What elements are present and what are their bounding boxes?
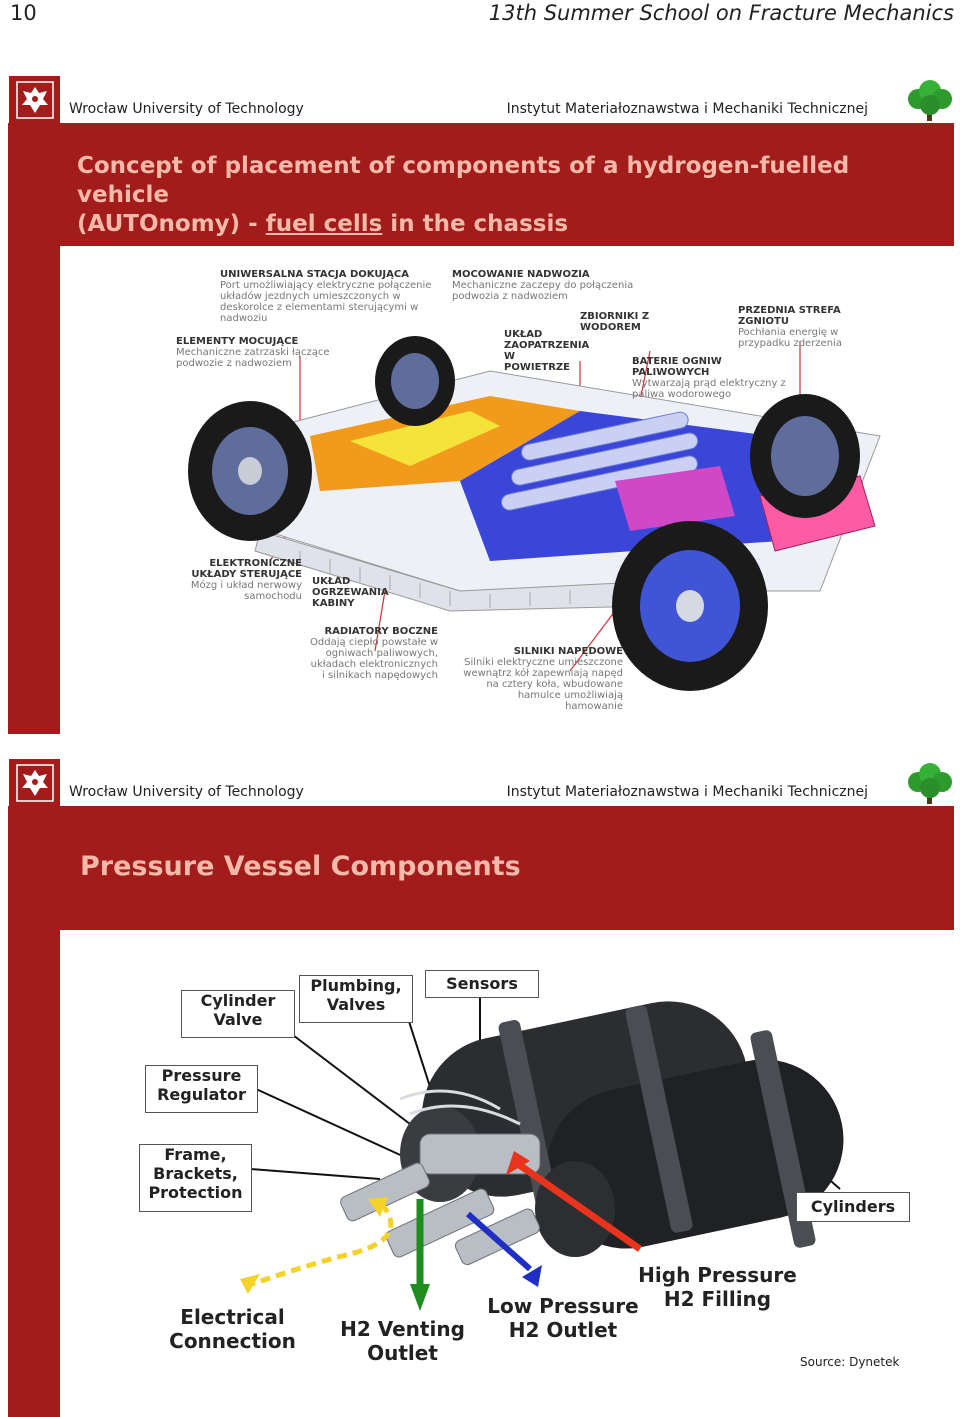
label-high-pressure: High Pressure H2 Filling	[630, 1263, 805, 1311]
university-name: Wrocław University of Technology	[69, 101, 304, 117]
label-line: H2 Outlet	[508, 1318, 618, 1342]
chassis-illustration	[188, 336, 881, 691]
callout-hydrogen-tanks: ZBIORNIKI Z WODOREM	[580, 311, 650, 333]
slide-header: Wrocław University of Technology Instytu…	[8, 759, 956, 806]
callout-text: Pochłania energię w przypadku zderzenia	[738, 327, 842, 349]
label-sensors: Sensors	[425, 970, 539, 998]
label-line: H2 Filling	[663, 1287, 772, 1311]
callout-head: BATERIE OGNIW PALIWOWYCH	[632, 356, 722, 378]
callout-head: MOCOWANIE NADWOZIA	[452, 269, 590, 280]
chassis-figure: UNIWERSALNA STACJA DOKUJĄCA Port umożliw…	[160, 261, 890, 721]
label-line: Outlet	[367, 1341, 438, 1365]
callout-drive-motors: SILNIKI NAPĘDOWE Silniki elektryczne umi…	[458, 646, 623, 712]
label-line: Cylinder	[200, 991, 276, 1010]
title-suffix: in the chassis	[382, 211, 569, 237]
vessel-illustration	[240, 989, 844, 1311]
label-line: Low Pressure	[487, 1294, 639, 1318]
label-line: Plumbing,	[310, 976, 402, 995]
page-number: 10	[10, 1, 37, 25]
label-line: Brackets,	[153, 1164, 238, 1183]
callout-head: RADIATORY BOCZNE	[324, 626, 438, 637]
university-logo	[9, 76, 60, 123]
callout-head: SILNIKI NAPĘDOWE	[513, 646, 623, 657]
label-low-pressure: Low Pressure H2 Outlet	[478, 1294, 648, 1342]
callout-text: Mechaniczne zatrzaski łączące podwozie z…	[176, 347, 330, 369]
callout-head: ZBIORNIKI Z WODOREM	[580, 311, 650, 333]
callout-head: UKŁAD OGRZEWANIA KABINY	[312, 576, 389, 609]
label-line: High Pressure	[638, 1263, 797, 1287]
fuel-cells-link[interactable]: fuel cells	[265, 211, 383, 237]
running-title: 13th Summer School on Fracture Mechanics	[488, 1, 954, 25]
slide-side-bar	[8, 123, 60, 734]
callout-air-supply: UKŁAD ZAOPATRZENIA W POWIETRZE	[504, 329, 590, 373]
university-name: Wrocław University of Technology	[69, 784, 304, 800]
callout-text: Silniki elektryczne umieszczone wewnątrz…	[463, 657, 623, 712]
slide-chassis: Wrocław University of Technology Instytu…	[8, 76, 956, 734]
label-line: Regulator	[157, 1085, 246, 1104]
label-line: Valves	[326, 995, 386, 1014]
callout-electronics: ELEKTRONICZNE UKŁADY STERUJĄCE Mózg i uk…	[190, 558, 302, 602]
slide-header: Wrocław University of Technology Instytu…	[8, 76, 956, 123]
tree-logo-icon	[908, 80, 952, 121]
callout-side-radiators: RADIATORY BOCZNE Oddają ciepło powstałe …	[310, 626, 438, 681]
label-frame-brackets: Frame, Brackets, Protection	[139, 1144, 252, 1212]
label-line: Connection	[169, 1329, 296, 1353]
label-line: H2 Venting	[340, 1317, 465, 1341]
label-h2-venting: H2 Venting Outlet	[330, 1317, 475, 1365]
university-logo	[9, 759, 60, 806]
slide-title: Concept of placement of components of a …	[77, 152, 937, 239]
tree-logo-icon	[908, 763, 952, 804]
callout-body-mounting: MOCOWANIE NADWOZIA Mechaniczne zaczepy d…	[452, 269, 637, 302]
callout-text: Wytwarzają prąd elektryczny z paliwa wod…	[632, 378, 786, 400]
label-line: Protection	[148, 1183, 243, 1202]
callout-mounting-elements: ELEMENTY MOCUJĄCE Mechaniczne zatrzaski …	[176, 336, 336, 369]
institute-name: Instytut Materiałoznawstwa i Mechaniki T…	[506, 784, 868, 800]
pressure-vessel-figure: Cylinder Valve Plumbing, Valves Sensors …	[120, 949, 920, 1409]
image-source: Source: Dynetek	[800, 1355, 900, 1369]
title-band	[60, 806, 954, 930]
label-line: Valve	[213, 1010, 263, 1029]
callout-text: Mechaniczne zaczepy do połączenia podwoz…	[452, 280, 634, 302]
callout-cabin-heating: UKŁAD OGRZEWANIA KABINY	[312, 576, 392, 609]
callout-text: Port umożliwiający elektryczne połączeni…	[220, 280, 432, 324]
callout-text: Mózg i układ nerwowy samochodu	[190, 580, 302, 602]
institute-name: Instytut Materiałoznawstwa i Mechaniki T…	[506, 101, 868, 117]
callout-text: Oddają ciepło powstałe w ogniwach paliwo…	[310, 637, 438, 681]
label-line: Frame,	[164, 1145, 227, 1164]
title-line-1: Concept of placement of components of a …	[77, 153, 850, 208]
slide-title: Pressure Vessel Components	[80, 851, 521, 882]
label-plumbing-valves: Plumbing, Valves	[299, 975, 413, 1023]
callout-head: PRZEDNIA STREFA ZGNIOTU	[738, 305, 841, 327]
label-pressure-regulator: Pressure Regulator	[145, 1065, 258, 1113]
label-cylinder-valve: Cylinder Valve	[181, 990, 295, 1038]
slide-pressure-vessel: Wrocław University of Technology Instytu…	[8, 759, 956, 1417]
callout-fuel-cell-batteries: BATERIE OGNIW PALIWOWYCH Wytwarzają prąd…	[632, 356, 792, 400]
callout-docking-station: UNIWERSALNA STACJA DOKUJĄCA Port umożliw…	[220, 269, 440, 324]
label-line: Pressure	[161, 1066, 242, 1085]
page-header: 10 13th Summer School on Fracture Mechan…	[0, 0, 960, 30]
label-cylinders: Cylinders	[796, 1192, 910, 1222]
callout-head: ELEKTRONICZNE UKŁADY STERUJĄCE	[191, 558, 302, 580]
title-line-2: (AUTOnomy) - fuel cells in the chassis	[77, 210, 937, 239]
slide-side-bar	[8, 806, 60, 1417]
label-electrical-connection: Electrical Connection	[160, 1305, 305, 1353]
callout-head: UKŁAD ZAOPATRZENIA W POWIETRZE	[504, 329, 590, 373]
callout-crumple-zone: PRZEDNIA STREFA ZGNIOTU Pochłania energi…	[738, 305, 886, 349]
label-line: Electrical	[180, 1305, 285, 1329]
callout-head: UNIWERSALNA STACJA DOKUJĄCA	[220, 269, 409, 280]
callout-head: ELEMENTY MOCUJĄCE	[176, 336, 299, 347]
title-prefix: (AUTOnomy) -	[77, 211, 266, 237]
title-band	[60, 123, 954, 246]
